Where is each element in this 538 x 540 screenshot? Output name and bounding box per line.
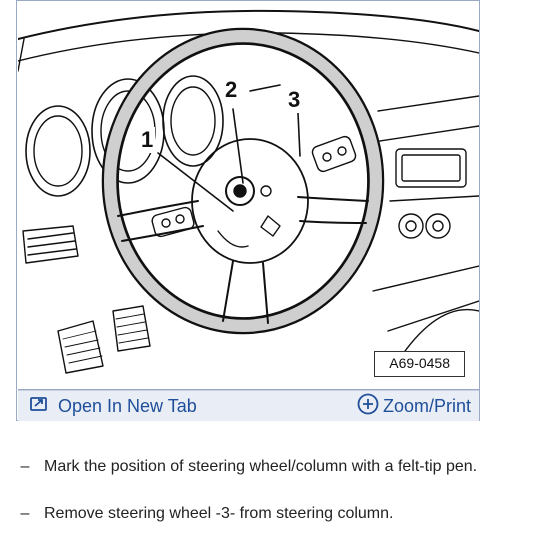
step-text: Mark the position of steering wheel/colu… (44, 458, 478, 475)
step-dash: – (20, 505, 30, 522)
figure-code: A69-0458 (374, 351, 465, 377)
figure: 1 2 3 A69-0458 Open In New Tab Zoo (16, 0, 480, 421)
step-text: Remove steering wheel -3- from steering … (44, 505, 394, 522)
external-link-icon (30, 396, 48, 417)
callout-3: 3 (286, 87, 303, 113)
plus-circle-icon (357, 393, 379, 420)
callout-2: 2 (223, 77, 240, 103)
callout-1: 1 (139, 127, 156, 153)
figure-toolbar: Open In New Tab Zoom/Print (18, 390, 479, 421)
open-in-new-tab-link[interactable]: Open In New Tab (30, 395, 197, 417)
step-item: – Remove steering wheel -3- from steerin… (20, 505, 394, 523)
zoom-print-link[interactable]: Zoom/Print (357, 393, 471, 420)
zoom-print-label: Zoom/Print (382, 395, 471, 416)
figure-code-text: A69-0458 (389, 355, 450, 371)
open-in-new-tab-label: Open In New Tab (58, 395, 197, 416)
step-dash: – (20, 458, 30, 475)
steering-wheel-illustration[interactable]: 1 2 3 A69-0458 (18, 1, 479, 390)
step-item: – Mark the position of steering wheel/co… (20, 458, 478, 476)
